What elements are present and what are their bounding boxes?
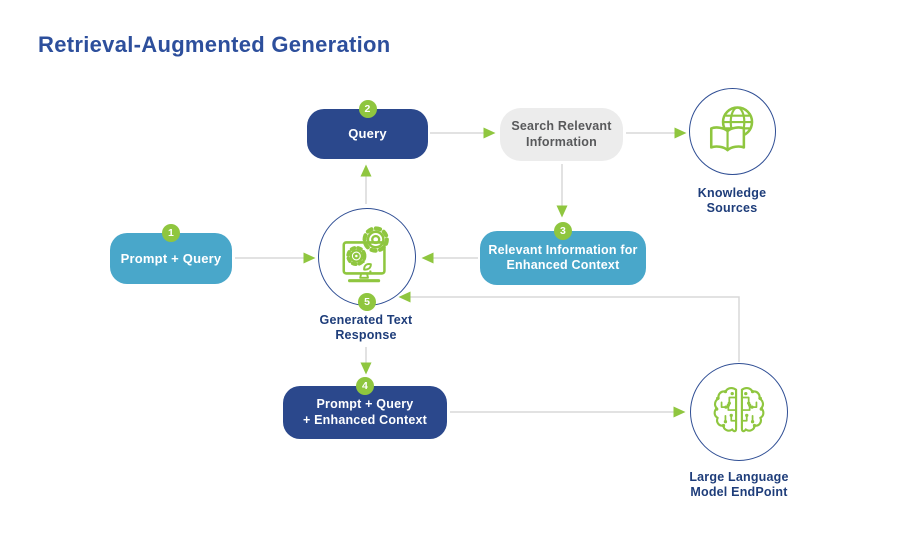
prompt-enhanced-box: 4 Prompt + Query + Enhanced Context — [283, 377, 447, 439]
brain-circuit-icon — [713, 386, 765, 433]
rag-engine-circle: 5 — [318, 208, 416, 311]
globe-book-icon — [709, 105, 753, 151]
rag-engine-label: Generated Text Response — [319, 313, 413, 342]
monitor-gears-icon — [342, 226, 389, 283]
prompt-query-label: Prompt + Query — [120, 250, 222, 266]
query-box: 2 Query — [307, 100, 428, 159]
diagram-title: Retrieval-Augmented Generation — [38, 32, 391, 57]
prompt-query-box: 1 Prompt + Query — [110, 224, 232, 284]
knowledge-sources-label: Knowledge Sources — [697, 186, 767, 215]
gear-large — [362, 226, 389, 253]
relevant-info-label: Relevant Information for Enhanced Contex… — [488, 242, 638, 272]
step-badge-5: 5 — [358, 293, 376, 311]
relevant-info-box: 3 Relevant Information for Enhanced Cont… — [480, 222, 646, 285]
search-relevant-box: Search Relevant Information — [500, 108, 623, 161]
prompt-enhanced-label: Prompt + Query + Enhanced Context — [302, 397, 428, 427]
arrow-llm-to-engine — [398, 291, 740, 362]
step-badge-2: 2 — [358, 100, 377, 118]
knowledge-sources-circle — [689, 88, 776, 175]
step-badge-4: 4 — [356, 377, 374, 395]
gear-small — [346, 245, 367, 267]
search-relevant-label: Search Relevant Information — [511, 119, 612, 149]
llm-endpoint-label: Large Language Model EndPoint — [689, 470, 789, 499]
llm-endpoint-circle — [690, 363, 788, 461]
step-badge-1: 1 — [162, 224, 180, 242]
step-badge-3: 3 — [554, 222, 572, 240]
query-label: Query — [348, 126, 387, 142]
